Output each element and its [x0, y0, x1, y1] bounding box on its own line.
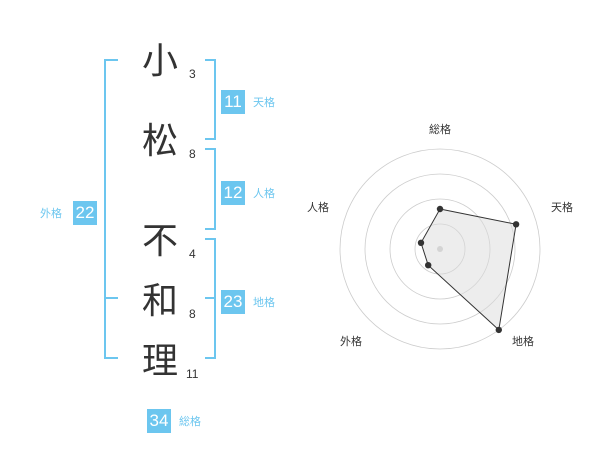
- jinkaku-badge: 12: [221, 181, 245, 205]
- radar-axis-label-gaikaku: 外格: [340, 335, 362, 348]
- stroke-count-4: 8: [189, 307, 196, 321]
- tenkaku-bracket: [205, 59, 216, 140]
- chikaku-badge: 23: [221, 290, 245, 314]
- radar-axis-label-jinkaku: 人格: [307, 201, 329, 214]
- radar-point-4: [425, 262, 432, 269]
- radar-axis-label-chikaku: 地格: [512, 335, 534, 348]
- stroke-count-5: 11: [186, 367, 199, 381]
- radar-axis-label-tenkaku: 天格: [551, 201, 573, 214]
- tenkaku-label: 天格: [253, 96, 275, 109]
- soukaku-badge: 34: [147, 409, 171, 433]
- stroke-count-1: 3: [189, 67, 196, 81]
- radar-grid-ring-3: [364, 173, 516, 325]
- gaikaku-badge: 22: [73, 201, 97, 225]
- gaikaku-label: 外格: [40, 207, 62, 220]
- radar-point-3: [495, 326, 502, 334]
- stroke-count-2: 8: [189, 147, 196, 161]
- radar-point-1: [436, 205, 444, 213]
- name-char-5: 理: [141, 341, 178, 382]
- radar-point-5: [417, 239, 425, 246]
- stroke-count-3: 4: [189, 247, 196, 261]
- radar-grid-ring-4: [339, 148, 541, 350]
- jinkaku-bracket: [205, 148, 216, 230]
- chikaku-label: 地格: [253, 296, 275, 309]
- name-char-4: 和: [141, 281, 178, 322]
- name-char-1: 小: [141, 41, 178, 82]
- radar-series-polygon: [420, 208, 517, 331]
- tenkaku-badge: 11: [221, 90, 245, 114]
- radar-axis-label-soukaku: 総格: [429, 123, 451, 136]
- name-char-2: 松: [141, 121, 178, 162]
- jinkaku-label: 人格: [253, 187, 275, 200]
- soukaku-label: 総格: [179, 415, 201, 428]
- radar-point-2: [512, 221, 520, 228]
- name-char-3: 不: [141, 221, 178, 262]
- gaikaku-bracket: [104, 59, 118, 359]
